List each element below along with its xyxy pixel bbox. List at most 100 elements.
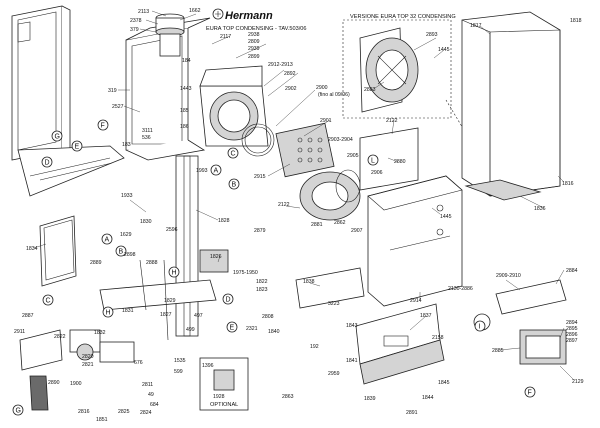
part-label: 2880 [394, 159, 406, 165]
brand-logo: Hermann [212, 8, 273, 22]
part-label: 185 [180, 108, 189, 114]
leader-lines [33, 10, 575, 381]
part-label: 2906 [371, 170, 383, 176]
part-label: 2899 [248, 54, 260, 60]
part-label: 2117 [220, 34, 231, 40]
optional-box: OPTIONAL [199, 357, 249, 411]
part-label: 1822 [256, 279, 268, 285]
heat-exchanger [199, 65, 269, 147]
part-label: 2895 [566, 326, 578, 332]
part-label: 1838 [303, 279, 315, 285]
circle-letter-f-2: F [528, 390, 532, 397]
gas-valve [473, 279, 567, 365]
part-label: 2885 [492, 348, 504, 354]
part-label: 1662 [189, 8, 201, 14]
circle-letter-c-2: C [46, 298, 51, 305]
circle-letter-a-2: A [105, 237, 110, 244]
optional-label: OPTIONAL [210, 402, 238, 408]
part-label: 1535 [174, 358, 186, 364]
part-label: 1830 [140, 219, 152, 225]
circle-letter-a: A [214, 168, 219, 175]
part-label: 2824 [140, 410, 152, 416]
part-label: 2902 [285, 86, 297, 92]
part-label: 49 [148, 392, 154, 398]
circle-letter-d: D [45, 160, 50, 167]
part-label: 2888 [146, 260, 158, 266]
part-label: 676 [134, 360, 143, 366]
part-label: 1816 [562, 181, 574, 187]
part-label: 1839 [364, 396, 376, 402]
part-label: 2901 [320, 118, 332, 124]
part-label: 2891 [406, 410, 418, 416]
part-label: 2158 [432, 335, 444, 341]
expansion-vessel [39, 215, 77, 287]
part-label: 186 [180, 124, 189, 130]
part-label: 599 [174, 369, 183, 375]
circle-letter-markers: G F E D A C B L A B H H C E D I F G [12, 119, 536, 416]
part-label: 2939 [248, 46, 260, 52]
part-label: 192 [310, 344, 319, 350]
part-label: 2883 [364, 87, 376, 93]
part-label: 2808 [262, 314, 274, 320]
part-label: 2909-2910 [496, 273, 521, 279]
part-label: 2820 [82, 354, 94, 360]
pipe-assembly [99, 155, 229, 341]
part-label: 1845 [438, 380, 450, 386]
front-cover [367, 175, 463, 307]
circle-letter-e: E [75, 144, 80, 151]
part-label: 184 [182, 58, 191, 64]
part-label: 2113 [138, 9, 149, 15]
part-label: 2887 [22, 313, 34, 319]
part-label: 2903-2904 [328, 137, 353, 143]
part-label: 1840 [268, 329, 280, 335]
circle-letter-g: G [55, 134, 60, 141]
circle-letter-e-2: E [230, 325, 235, 332]
part-label: 2321 [246, 326, 258, 332]
part-label: 1851 [96, 417, 108, 423]
circle-letter-l: L [371, 158, 375, 165]
part-label: 2894 [566, 320, 578, 326]
lower-frame [17, 145, 125, 197]
part-label: 379 [130, 27, 139, 33]
control-panel [295, 267, 445, 385]
part-label: 1843 [346, 323, 358, 329]
part-label: 1844 [422, 395, 434, 401]
part-label: 536 [142, 135, 151, 141]
circle-letter-h: H [172, 270, 177, 277]
part-labels: 2113 1662 2378 379 2117 2938 2809 2939 2… [14, 8, 584, 423]
part-label: 2890 [48, 380, 60, 386]
part-label: 684 [150, 402, 159, 408]
part-label: 1828 [218, 218, 230, 224]
part-label: 2862 [334, 220, 346, 226]
part-label: 2816 [78, 409, 90, 415]
part-label: 497 [194, 313, 203, 319]
part-label: 2879 [254, 228, 266, 234]
circle-letter-g-2: G [16, 408, 21, 415]
circle-letter-i: I [479, 324, 481, 331]
part-label: 2898 [124, 252, 136, 258]
part-label: 2907 [351, 228, 363, 234]
part-label: 3111 [142, 128, 153, 134]
part-label: 2811 [142, 382, 153, 388]
part-label: (fino al 09/06) [318, 92, 350, 98]
part-label: 2914 [410, 298, 422, 304]
part-label: 1928 [213, 394, 225, 400]
circle-letter-b-2: B [119, 249, 124, 256]
part-label: 2863 [282, 394, 294, 400]
outer-casing [461, 11, 561, 201]
part-label: 1975-1950 [233, 270, 258, 276]
part-label: 2915 [254, 174, 266, 180]
part-label: 1900 [70, 381, 82, 387]
part-label: 2881 [311, 222, 323, 228]
part-label: 1993 [196, 168, 208, 174]
part-label: 2884 [566, 268, 578, 274]
part-label: 1445 [440, 214, 452, 220]
part-label: 2905 [347, 153, 359, 159]
part-label: 1836 [534, 206, 546, 212]
part-label: 2822 [54, 334, 66, 340]
part-label: 2911 [14, 329, 25, 335]
part-label: 2889 [90, 260, 102, 266]
part-label: 1832 [94, 330, 106, 336]
part-label: 2897 [566, 338, 578, 344]
